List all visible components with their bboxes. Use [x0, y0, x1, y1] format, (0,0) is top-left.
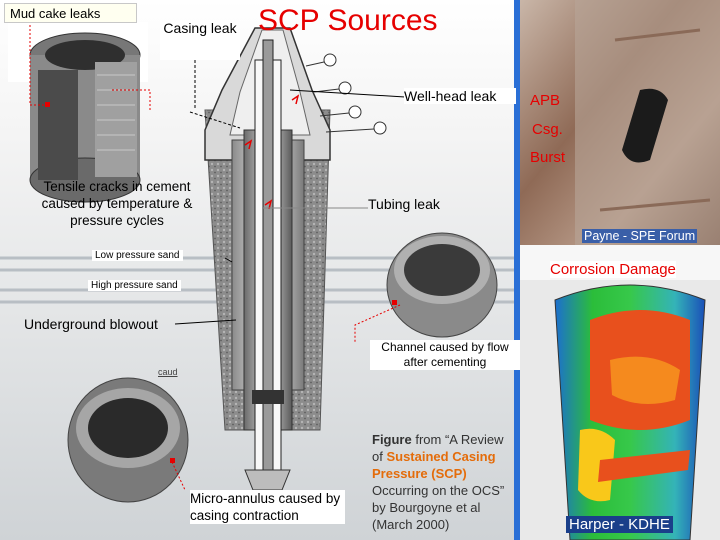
figure-caption-rest: Occurring on the OCS” by Bourgoyne et al… [372, 483, 505, 532]
mud-cake-leaks-label: Mud cake leaks [4, 3, 137, 23]
figure-caption-highlight: Sustained Casing Pressure (SCP) [372, 449, 496, 481]
tensile-cracks-label: Tensile cracks in cement caused by tempe… [41, 179, 193, 228]
figure-caption-from: from “A Review of [372, 432, 504, 464]
channel-ring-graphic [354, 232, 498, 342]
corrosion-damage-label: Corrosion Damage [550, 261, 676, 278]
micro-annulus-label: Micro-annulus caused by casing contracti… [190, 490, 345, 524]
high-pressure-sand-label: High pressure sand [88, 280, 181, 291]
mud-cake-ring-graphic [8, 22, 151, 203]
micro-annulus-ring-graphic [67, 377, 189, 503]
tubing-leak-label: Tubing leak [368, 196, 440, 212]
harper-credit: Harper - KDHE [566, 516, 673, 533]
figure-caption: Figure from “A Review of Sustained Casin… [372, 431, 514, 533]
small-tag-label: caud [158, 367, 178, 377]
figure-caption-bold: Figure [372, 432, 412, 447]
corrosion-fem-photo [520, 245, 720, 540]
csg-label: Csg. [532, 121, 563, 138]
low-pressure-sand-label: Low pressure sand [92, 250, 183, 261]
casing-leak-label: Casing leak [160, 20, 240, 60]
burst-casing-photo [520, 0, 720, 245]
wellhead-leak-label: Well-head leak [404, 88, 516, 104]
channel-label: Channel caused by flow after cementing [370, 340, 520, 370]
payne-credit: Payne - SPE Forum [582, 229, 698, 243]
underground-blowout-label: Underground blowout [24, 316, 158, 332]
apb-label: APB [530, 92, 561, 109]
burst-label: Burst [530, 149, 566, 166]
page-title: SCP Sources [258, 4, 438, 37]
section-divider [514, 0, 520, 540]
wellbore-graphic [174, 27, 406, 491]
